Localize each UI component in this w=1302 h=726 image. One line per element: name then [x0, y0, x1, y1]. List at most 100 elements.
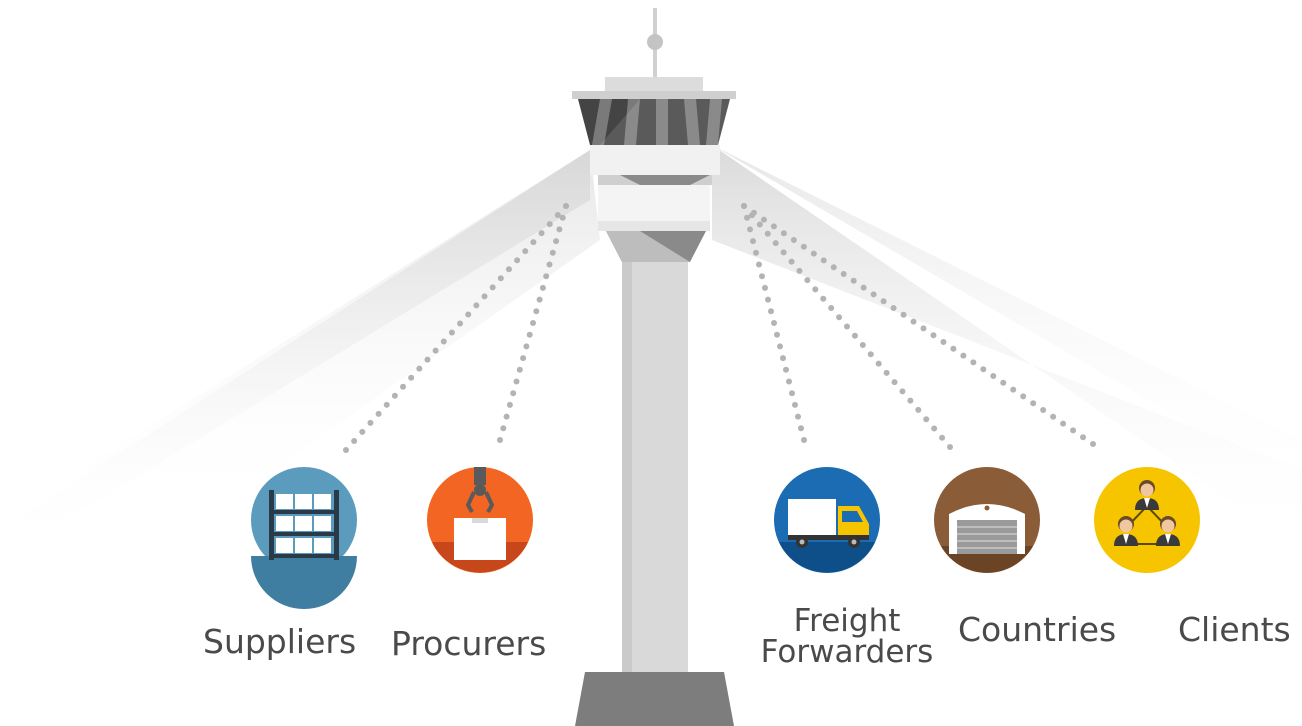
- connector-dot: [559, 214, 566, 221]
- connector-dot: [899, 388, 906, 395]
- connector-dot: [859, 342, 866, 349]
- connector-dot: [503, 413, 510, 420]
- connector-dot: [375, 410, 382, 417]
- connector-dot: [920, 325, 927, 332]
- connector-dot: [950, 345, 957, 352]
- label-procurers: Procurers: [391, 624, 547, 663]
- connector-dot: [505, 266, 512, 273]
- connector-dot: [939, 434, 946, 441]
- connector-dot: [741, 203, 747, 209]
- connector-dot: [522, 248, 529, 255]
- connector-dot: [543, 273, 550, 280]
- connector-dot: [792, 401, 798, 408]
- label-freight-forwarders: Freight Forwarders: [754, 606, 940, 668]
- connector-dot: [530, 320, 536, 326]
- connector-dot: [810, 250, 817, 257]
- connector-dot: [510, 390, 517, 397]
- right-light-beam-inner: [712, 145, 1302, 490]
- connector-dot: [836, 314, 843, 321]
- connector-dot: [497, 275, 504, 282]
- connector-dot: [500, 425, 507, 432]
- connector-dot: [383, 401, 390, 408]
- garage-depot-icon: [934, 467, 1040, 573]
- connector-dot: [1060, 420, 1067, 427]
- delivery-truck-icon: [774, 467, 880, 573]
- connector-dot: [780, 230, 787, 237]
- connector-dot: [783, 366, 789, 373]
- connector-dot: [880, 298, 887, 305]
- connector-dot: [367, 419, 374, 426]
- connector-dot: [780, 355, 786, 362]
- connector-dot: [830, 264, 837, 271]
- connector-dot: [867, 351, 874, 358]
- connector-dot: [520, 355, 527, 362]
- connector-dot: [777, 343, 783, 350]
- connector-dot: [514, 257, 521, 264]
- connector-dot: [400, 383, 407, 390]
- connector-dot: [812, 286, 819, 293]
- connector-dot: [844, 323, 850, 330]
- control-tower-icon: [572, 8, 736, 726]
- connector-dot: [798, 425, 804, 432]
- connector-dot: [526, 331, 533, 338]
- connector-dot: [772, 240, 779, 247]
- connector-dot: [883, 369, 890, 376]
- connector-dot: [513, 378, 520, 385]
- connector-dot: [947, 444, 953, 450]
- connector-dot: [1050, 413, 1057, 420]
- connector-dot: [1010, 386, 1017, 393]
- connector-dot: [790, 237, 797, 243]
- connector-dot: [1070, 427, 1077, 434]
- connector-dot: [1030, 400, 1037, 407]
- connector-dot: [1000, 379, 1007, 386]
- connector-dot: [497, 437, 503, 443]
- connector-dot: [538, 230, 545, 237]
- connector-dot: [760, 216, 767, 223]
- connector-dot: [910, 318, 917, 325]
- connector-dot: [840, 271, 847, 277]
- connector-dot: [359, 428, 366, 435]
- connector-dot: [891, 379, 898, 386]
- connector-dot: [851, 332, 858, 339]
- connector-dot: [530, 239, 537, 246]
- connector-dot: [804, 277, 811, 284]
- connector-dot: [860, 284, 867, 291]
- people-network-icon: [1094, 467, 1200, 573]
- label-freight-line2: Forwarders: [760, 634, 934, 670]
- connector-dot: [756, 221, 763, 228]
- connector-dot: [556, 226, 563, 233]
- connector-dot: [1080, 434, 1087, 441]
- label-freight-line1: Freight: [793, 603, 901, 639]
- connector-dot: [408, 374, 415, 381]
- connector-dot: [1020, 393, 1027, 400]
- connector-dot: [770, 223, 777, 230]
- connector-dot: [539, 284, 546, 291]
- connector-dot: [796, 267, 803, 274]
- connector-dot: [795, 413, 801, 420]
- connector-lines: [343, 203, 1096, 453]
- connector-dot: [523, 343, 530, 350]
- connector-dot: [820, 295, 827, 302]
- connector-dot: [351, 437, 358, 444]
- connector-dot: [457, 320, 464, 327]
- connector-dot: [536, 296, 543, 303]
- connector-dot: [923, 416, 930, 423]
- connector-dot: [563, 203, 569, 209]
- label-suppliers: Suppliers: [203, 622, 357, 661]
- connector-dot: [990, 373, 997, 379]
- connector-dot: [890, 305, 897, 311]
- connector-dot: [546, 261, 553, 268]
- label-clients: Clients: [1178, 610, 1291, 649]
- connector-dot: [554, 212, 561, 219]
- connector-dot: [756, 261, 762, 268]
- connector-dot: [931, 425, 938, 432]
- connector-dot: [481, 293, 488, 300]
- connector-dot: [549, 249, 556, 256]
- connector-dot: [516, 366, 523, 373]
- connector-dot: [764, 230, 771, 237]
- connector-dot: [489, 284, 496, 291]
- connector-dot: [553, 238, 560, 245]
- connector-dot: [533, 308, 540, 315]
- connector-dot: [432, 347, 439, 354]
- connector-dot: [828, 304, 835, 311]
